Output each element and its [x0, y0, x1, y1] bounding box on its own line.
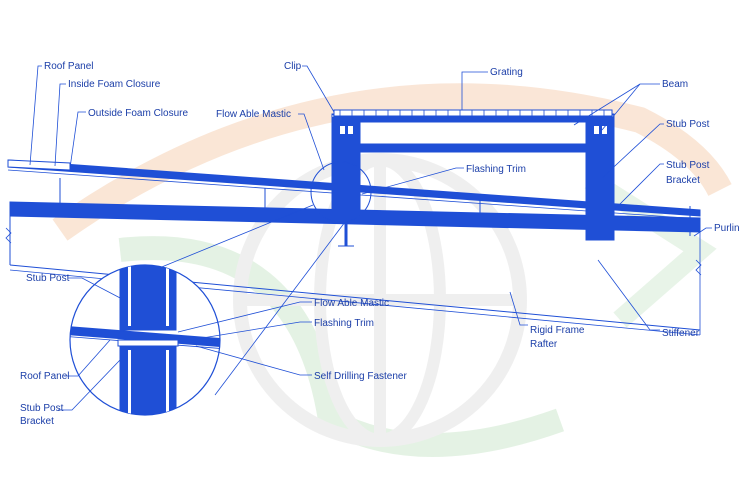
- label-stub-post-bracket-line1: Stub Post: [666, 160, 710, 171]
- label-detail-flashing-trim: Flashing Trim: [314, 318, 374, 329]
- detail-view: [69, 264, 221, 416]
- callout-labels: Roof Panel Inside Foam Closure Outside F…: [20, 61, 740, 427]
- label-clip: Clip: [284, 61, 302, 72]
- label-stub-post-bracket-line2: Bracket: [666, 175, 700, 186]
- label-flashing-trim: Flashing Trim: [466, 164, 526, 175]
- label-detail-bracket-line1: Stub Post: [20, 403, 64, 414]
- label-roof-panel: Roof Panel: [44, 61, 93, 72]
- label-beam: Beam: [662, 79, 688, 90]
- label-detail-stub-post: Stub Post: [26, 273, 70, 284]
- label-inside-foam-closure: Inside Foam Closure: [68, 79, 161, 90]
- label-rigid-frame-line2: Rafter: [530, 339, 558, 350]
- label-grating: Grating: [490, 67, 523, 78]
- label-detail-flow-able-mastic: Flow Able Mastic: [314, 298, 389, 309]
- label-detail-self-drilling-fastener: Self Drilling Fastener: [314, 371, 407, 382]
- walkway-structure: [331, 109, 615, 247]
- label-detail-roof-panel: Roof Panel: [20, 371, 69, 382]
- label-flow-able-mastic: Flow Able Mastic: [216, 109, 291, 120]
- label-detail-bracket-line2: Bracket: [20, 416, 54, 427]
- label-stiffener: Stiffener: [662, 328, 700, 339]
- leader-lines: [29, 65, 712, 411]
- label-rigid-frame-line1: Rigid Frame: [530, 325, 585, 336]
- detail-marker-circle: [310, 161, 372, 223]
- label-stub-post: Stub Post: [666, 119, 710, 130]
- label-outside-foam-closure: Outside Foam Closure: [88, 108, 188, 119]
- label-purlin: Purlin: [714, 223, 740, 234]
